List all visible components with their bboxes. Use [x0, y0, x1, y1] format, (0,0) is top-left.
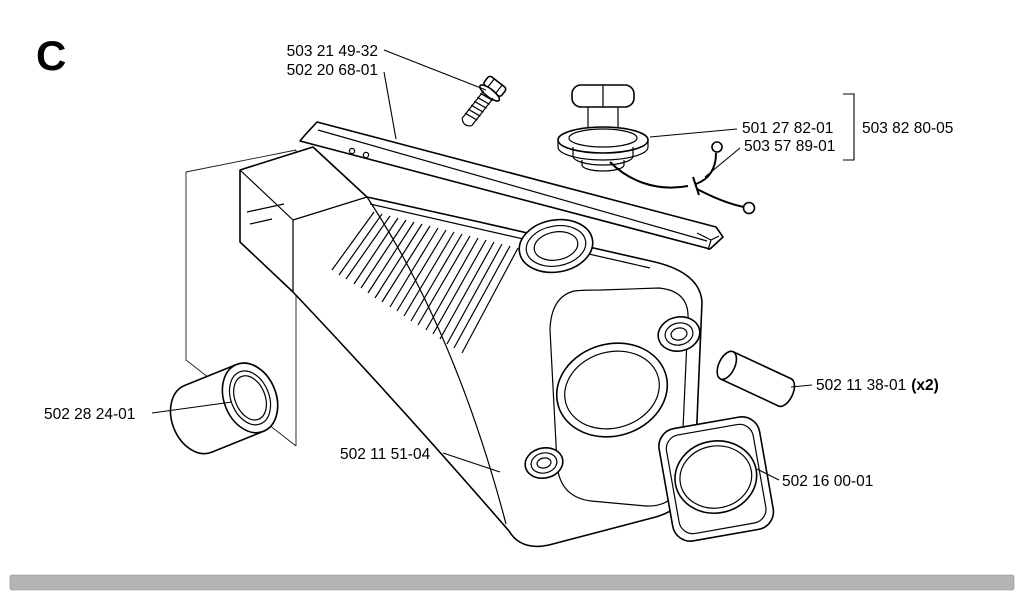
part-label-collar: 502 28 24-01 — [44, 406, 135, 423]
retainer-cord-drawing — [609, 141, 756, 215]
section-letter: C — [36, 32, 66, 79]
housing-drawing — [239, 146, 703, 548]
part-label-bushing: 502 11 38-01 (x2) — [816, 377, 939, 394]
part-label-bushing-qty: (x2) — [911, 377, 939, 394]
bushing-drawing — [716, 350, 796, 408]
gasket-drawing — [658, 416, 775, 542]
boss-upper — [657, 316, 701, 352]
leader-line-retainer — [704, 147, 741, 178]
leader-line-gasket — [756, 468, 780, 481]
leader-line-bushing — [790, 384, 813, 388]
leader-line-housing — [442, 452, 501, 473]
vent-ribs — [331, 211, 519, 354]
screw-drawing — [461, 75, 507, 127]
part-label-housing: 502 11 51-04 — [340, 446, 431, 463]
top-ridge-line — [369, 203, 651, 269]
leader-line-strip — [383, 71, 397, 140]
part-label-retainer: 503 57 89-01 — [744, 138, 835, 155]
part-label-strip: 502 20 68-01 — [287, 62, 378, 79]
intake-duct — [239, 169, 368, 292]
leader-line-collar — [151, 401, 233, 414]
collar-drawing — [169, 362, 279, 455]
part-label-bushing-number: 502 11 38-01 — [816, 377, 906, 394]
part-label-fuel-cap: 501 27 82-01 — [742, 120, 833, 137]
part-label-gasket: 502 16 00-01 — [782, 473, 873, 490]
leader-line-screw — [383, 49, 487, 91]
leader-line-fuel-cap — [649, 128, 738, 138]
body-crease-line — [366, 196, 507, 525]
leader-lines — [151, 49, 855, 481]
oval-opening — [555, 342, 669, 438]
filler-port — [518, 218, 594, 274]
assembly-bracket — [843, 93, 855, 161]
fuel-cap-drawing — [557, 84, 649, 172]
part-label-cap-assembly: 503 82 80-05 — [862, 120, 953, 137]
part-label-screw: 503 21 49-32 — [287, 43, 378, 60]
mounting-strip-drawing — [299, 121, 724, 251]
boss-lower — [524, 447, 564, 479]
footer-bar — [9, 574, 1015, 591]
